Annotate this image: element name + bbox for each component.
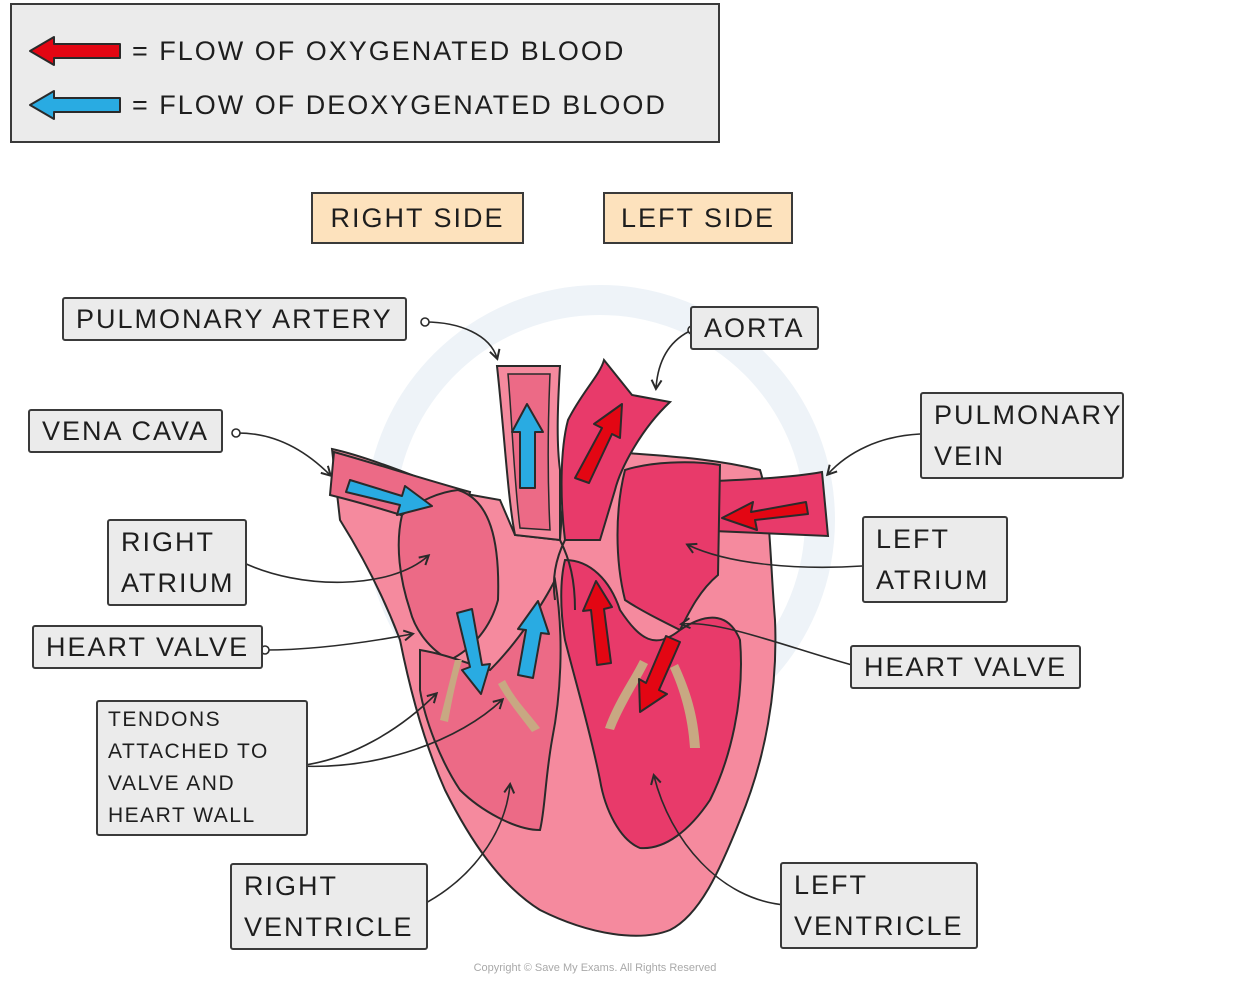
- blue-arrow-out-of-ventricle: [517, 600, 550, 679]
- red-arrow-icon: [29, 36, 121, 66]
- label-aorta: AORTA: [690, 306, 819, 350]
- label-pulmonary-vein-line1: PULMONARY: [934, 400, 1123, 430]
- red-arrow-pulmonary-vein: [721, 501, 809, 531]
- label-tendons-line4: HEART WALL: [108, 804, 256, 827]
- label-left-atrium-line2: ATRIUM: [876, 565, 990, 595]
- leader-tendons-1: [297, 694, 436, 767]
- label-pulmonary-artery-text: PULMONARY ARTERY: [76, 304, 393, 334]
- label-heart-valve-left-text: HEART VALVE: [864, 652, 1068, 682]
- leader-left-ventricle: [654, 776, 787, 906]
- label-left-ventricle-line1: LEFT: [794, 870, 869, 900]
- aorta-vessel: [560, 357, 673, 541]
- label-vena-cava-text: VENA CAVA: [42, 416, 210, 446]
- legend-oxygenated: = FLOW OF OXYGENATED BLOOD: [26, 31, 625, 71]
- leader-right-atrium: [241, 556, 428, 584]
- right-side-tag: RIGHT SIDE: [311, 192, 524, 244]
- label-heart-valve-right: HEART VALVE: [32, 625, 264, 669]
- label-tendons-line1: TENDONS: [108, 708, 222, 731]
- label-tendons: TENDONS ATTACHED TO VALVE AND HEART WALL: [96, 700, 308, 836]
- blue-arrow-icon: [29, 90, 121, 120]
- legend-deoxygenated-text: = FLOW OF DEOXYGENATED BLOOD: [132, 89, 667, 120]
- label-tendons-line2: ATTACHED TO: [108, 740, 269, 763]
- left-side-tag: LEFT SIDE: [603, 192, 793, 244]
- legend-oxygenated-text: = FLOW OF OXYGENATED BLOOD: [132, 35, 626, 66]
- leader-right-ventricle: [421, 785, 510, 906]
- blue-arrow-vena-cava: [345, 479, 433, 516]
- septum: [552, 539, 576, 611]
- copyright-notice: Copyright © Save My Exams. All Rights Re…: [473, 962, 717, 974]
- leader-aorta: [656, 329, 693, 388]
- label-pulmonary-vein-line2: VEIN: [934, 441, 1006, 471]
- label-right-ventricle-line2: VENTRICLE: [244, 912, 414, 942]
- leader-tendons-2: [297, 700, 502, 768]
- leader-pulmonary-vein: [828, 433, 921, 474]
- label-pulmonary-vein: PULMONARY VEIN: [920, 392, 1124, 479]
- label-right-ventricle-line1: RIGHT: [244, 871, 338, 901]
- legend-deoxygenated: = FLOW OF DEOXYGENATED BLOOD: [26, 85, 667, 125]
- tendon-left-1: [605, 660, 648, 730]
- label-right-atrium: RIGHT ATRIUM: [107, 519, 247, 606]
- pulmonary-vein-vessel: [689, 470, 830, 538]
- label-aorta-text: AORTA: [704, 313, 805, 343]
- leader-vena-cava: [237, 432, 330, 475]
- tendon-right-2: [498, 680, 540, 732]
- label-left-atrium-line1: LEFT: [876, 524, 951, 554]
- red-arrow-into-left-ventricle: [638, 635, 681, 713]
- leader-pulmonary-artery: [424, 321, 497, 358]
- label-right-ventricle: RIGHT VENTRICLE: [230, 863, 428, 950]
- leader-left-atrium: [688, 545, 863, 569]
- label-right-atrium-line1: RIGHT: [121, 527, 215, 557]
- leader-heart-valve-right: [264, 634, 412, 651]
- label-right-atrium-line2: ATRIUM: [121, 568, 235, 598]
- label-pulmonary-artery: PULMONARY ARTERY: [62, 297, 407, 341]
- blue-arrow-into-ventricle: [456, 608, 491, 695]
- blue-arrow-pulmonary-artery: [511, 403, 544, 489]
- legend: = FLOW OF OXYGENATED BLOOD = FLOW OF DEO…: [10, 3, 720, 143]
- label-left-atrium: LEFT ATRIUM: [862, 516, 1008, 603]
- tendon-left-2: [670, 664, 700, 748]
- tendon-right-1: [440, 660, 462, 722]
- label-heart-valve-right-text: HEART VALVE: [46, 632, 250, 662]
- label-left-ventricle: LEFT VENTRICLE: [780, 862, 978, 949]
- red-arrow-out-of-left-ventricle: [582, 580, 613, 666]
- red-arrow-aorta: [574, 403, 623, 484]
- leader-heart-valve-left: [682, 624, 853, 666]
- leader-lines: [237, 321, 921, 906]
- label-heart-valve-left: HEART VALVE: [850, 645, 1082, 689]
- label-vena-cava: VENA CAVA: [28, 409, 224, 453]
- label-tendons-line3: VALVE AND: [108, 772, 236, 795]
- label-left-ventricle-line2: VENTRICLE: [794, 911, 964, 941]
